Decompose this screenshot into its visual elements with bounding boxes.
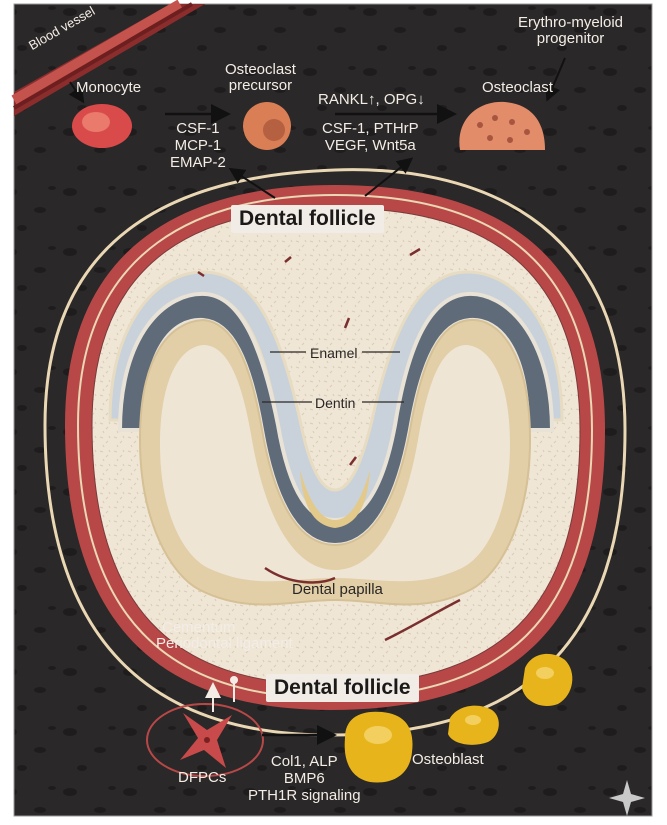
cementum-label: Cementum xyxy=(162,620,235,636)
factors-left-label: CSF-1 MCP-1 EMAP-2 xyxy=(170,120,226,171)
dental-papilla-label: Dental papilla xyxy=(292,582,383,598)
osteoblast-label: Osteoblast xyxy=(412,752,484,768)
factors-right-label: CSF-1, PTHrP VEGF, Wnt5a xyxy=(322,120,419,154)
dental-follicle-top-label: Dental follicle xyxy=(231,205,384,233)
dental-follicle-bottom-label: Dental follicle xyxy=(266,674,419,702)
monocyte-label: Monocyte xyxy=(76,80,141,96)
dfpcs-label: DFPCs xyxy=(178,770,226,786)
enamel-label: Enamel xyxy=(310,345,357,361)
osteoclast-precursor-label: Osteoclast precursor xyxy=(225,62,296,94)
rankl-opg-label: RANKL↑, OPG↓ xyxy=(318,92,425,108)
osteoclast-label: Osteoclast xyxy=(482,80,553,96)
erythro-myeloid-label: Erythro-myeloid progenitor xyxy=(518,15,623,47)
periodontal-ligament-label: Periodontal ligament xyxy=(156,636,293,652)
factors-bottom-label: Col1, ALP BMP6 PTH1R signaling xyxy=(248,753,361,804)
dentin-label: Dentin xyxy=(315,395,355,411)
